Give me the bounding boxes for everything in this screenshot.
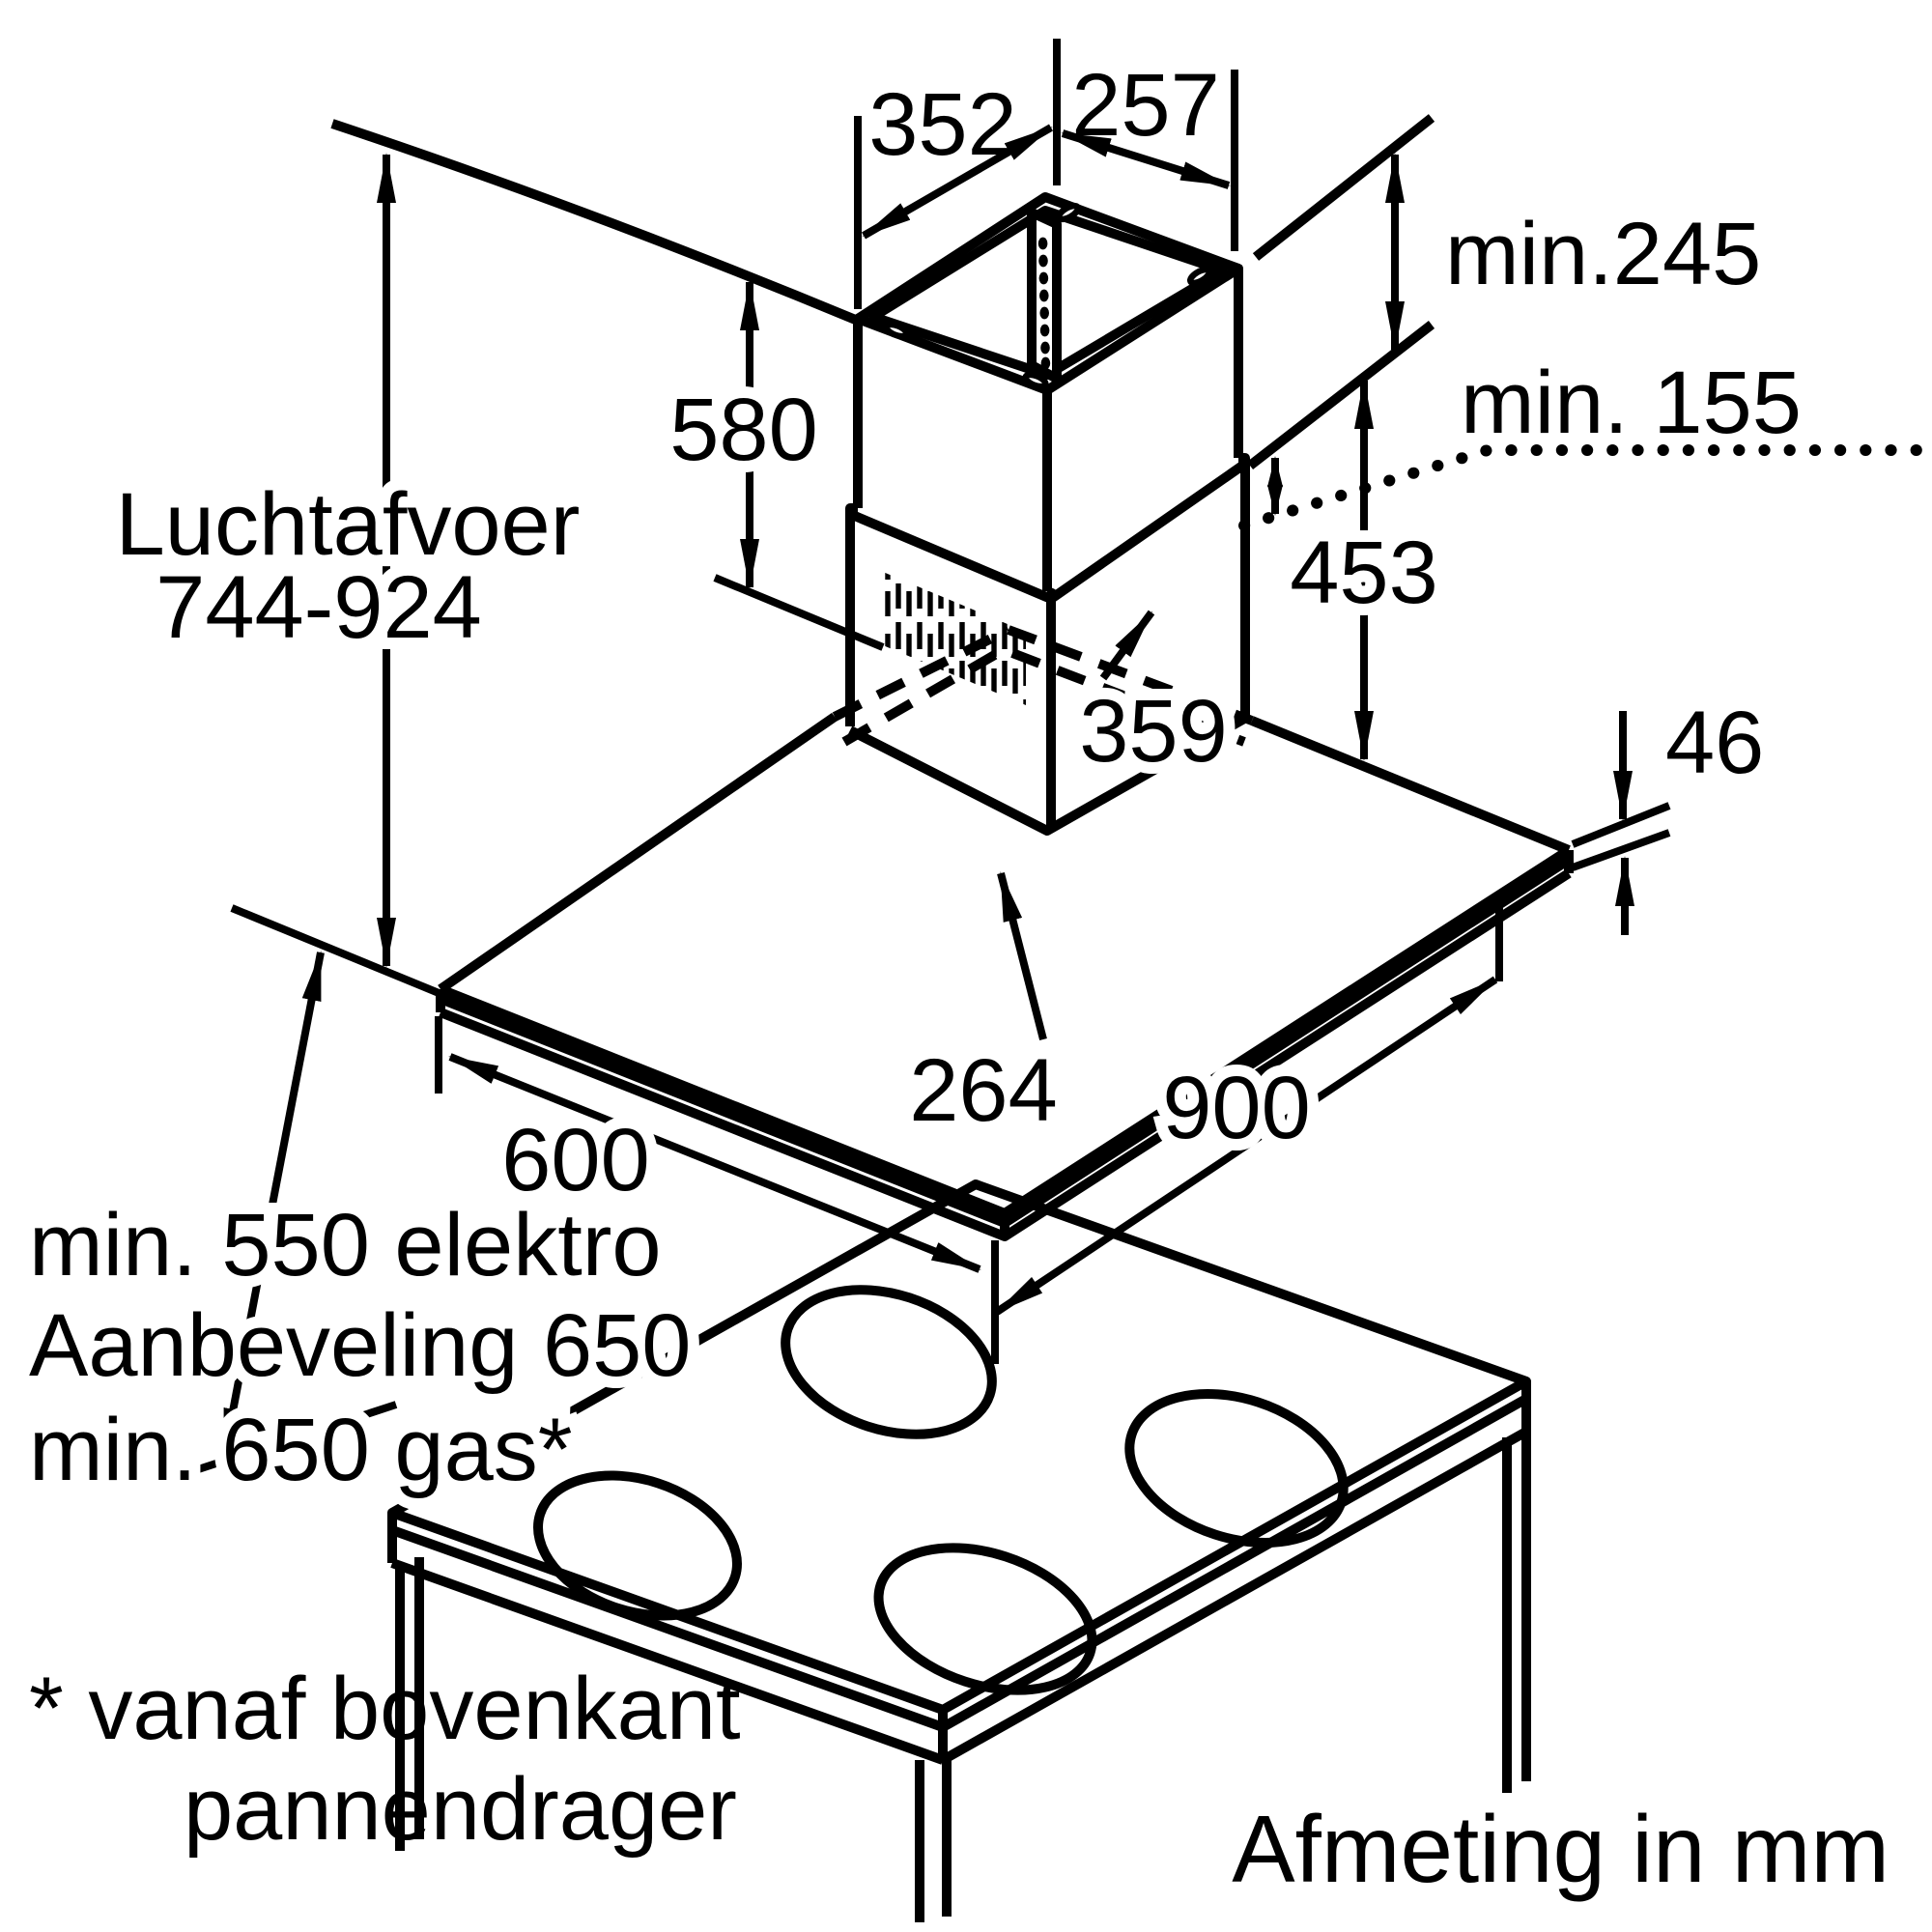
label-clearance-recommended: Aanbeveling 650: [29, 1296, 691, 1395]
label-min155: min. 155: [1461, 354, 1802, 452]
label-580: 580: [669, 381, 818, 479]
vent-grille: [883, 572, 1026, 705]
burners: [533, 1285, 1349, 1695]
burner-left: [533, 1470, 742, 1621]
mounting-rail-holes: [1037, 237, 1051, 370]
dim-min550-line: [220, 951, 325, 1459]
ceiling-line-left: [330, 119, 860, 326]
label-luchtafvoer: Luchtafvoer: [116, 475, 581, 574]
label-453: 453: [1290, 524, 1438, 622]
thickness-extension-lines: [1571, 802, 1671, 871]
dim-900-line: [994, 976, 1498, 1316]
leader-264: [997, 871, 1047, 1040]
lower-duct-edges: [845, 464, 1250, 831]
label-min245: min.245: [1445, 205, 1761, 303]
ceiling: [330, 114, 1435, 326]
duct-base: [847, 714, 1247, 836]
table-bottom-edge: [390, 1427, 1529, 1765]
label-900: 900: [1162, 1059, 1311, 1157]
label-264: 264: [909, 1041, 1058, 1140]
label-footnote-1: * vanaf bovenkant: [29, 1660, 741, 1758]
bracket-level-line: [1246, 321, 1435, 469]
dim-257-line: [1061, 129, 1231, 189]
ceiling-line-right: [1252, 114, 1435, 261]
table-legs: [395, 1432, 1531, 1922]
canopy-left-extension-line: [230, 904, 450, 1001]
table-lip: [390, 1394, 1529, 1732]
label-257: 257: [1071, 56, 1220, 155]
upper-duct-edges: [853, 269, 1243, 591]
dim-600-line: [448, 1053, 981, 1273]
min-overlap-dotted-line: [1238, 444, 1922, 531]
label-600: 600: [501, 1111, 650, 1209]
grille-extension-line: [713, 574, 885, 651]
label-clearance-electric: min. 550 elektro: [29, 1196, 662, 1294]
canopy-back-left-edge: [438, 712, 838, 994]
burner-right: [1124, 1388, 1349, 1548]
label-744-924: 744-924: [156, 558, 482, 657]
cooktop-table: [387, 1179, 1531, 1922]
dimension-lines: [182, 39, 1671, 1478]
leader-359: [1099, 610, 1155, 681]
top-extension-lines: [854, 39, 1238, 309]
table-corner-edges: [387, 1381, 1531, 1760]
label-352: 352: [868, 75, 1017, 174]
label-units-note: Afmeting in mm: [1232, 1796, 1889, 1902]
label-46: 46: [1665, 694, 1764, 792]
label-footnote-2: pannendrager: [184, 1760, 737, 1859]
rim-screw-slots: [883, 202, 1213, 390]
dim-352-line: [862, 124, 1053, 240]
burner-front: [873, 1543, 1097, 1695]
burner-back: [781, 1285, 997, 1439]
label-clearance-gas: min. 650 gas*: [29, 1401, 573, 1499]
mounting-rail: [1027, 208, 1062, 384]
label-359: 359: [1079, 682, 1228, 781]
dimension-labels: 352 257 min.245 min. 155 580 Luchtafvoer…: [17, 56, 1889, 1902]
canopy-back-right-edge: [1250, 716, 1571, 855]
chimney-duct: [845, 192, 1250, 836]
